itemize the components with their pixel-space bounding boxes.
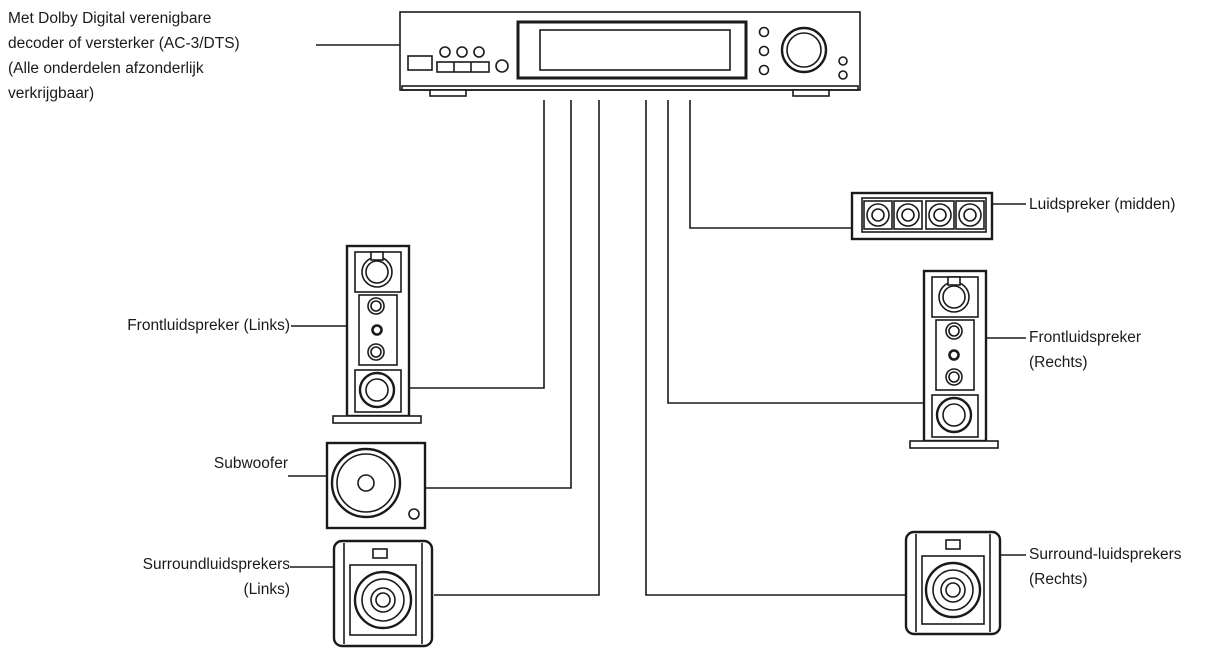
subwoofer-label-text: Subwoofer bbox=[213, 455, 288, 472]
decoder-label-line-4: verkrijgbaar) bbox=[8, 85, 95, 102]
cable-front-right bbox=[667, 100, 924, 404]
decoder-label-line-1: Met Dolby Digital verenigbare bbox=[8, 10, 212, 27]
decoder-label-line-2: decoder of versterker (AC-3/DTS) bbox=[8, 35, 240, 52]
cables bbox=[409, 100, 924, 596]
surround-left-label: Surroundluidsprekers (Links) bbox=[143, 552, 290, 602]
surround-right-label-line-1: Surround-luidsprekers bbox=[1029, 546, 1182, 563]
center-label: Luidspreker (midden) bbox=[1029, 192, 1175, 217]
subwoofer-label: Subwoofer bbox=[214, 451, 288, 476]
cable-subwoofer bbox=[425, 100, 572, 489]
surround-right-label: Surround-luidsprekers (Rechts) bbox=[1029, 542, 1182, 592]
front-right-label: Frontluidspreker (Rechts) bbox=[1029, 325, 1141, 375]
front-left-label-text: Frontluidspreker (Links) bbox=[127, 317, 290, 334]
cable-front-left bbox=[409, 100, 545, 389]
front-left-label: Frontluidspreker (Links) bbox=[127, 313, 290, 338]
receiver-unit bbox=[399, 11, 861, 97]
surround-right-speaker bbox=[904, 530, 1002, 636]
front-left-speaker bbox=[332, 244, 422, 424]
cable-surround-left bbox=[434, 100, 600, 596]
surround-left-label-line-2: (Links) bbox=[243, 581, 290, 598]
front-right-label-line-2: (Rechts) bbox=[1029, 354, 1088, 371]
subwoofer bbox=[325, 441, 427, 530]
front-right-speaker bbox=[909, 269, 999, 449]
cable-center bbox=[689, 100, 852, 229]
surround-right-label-line-2: (Rechts) bbox=[1029, 571, 1088, 588]
surround-left-speaker bbox=[332, 539, 434, 648]
center-label-text: Luidspreker (midden) bbox=[1029, 196, 1176, 213]
center-speaker bbox=[850, 191, 994, 241]
front-right-label-line-1: Frontluidspreker bbox=[1029, 329, 1141, 346]
cable-surround-right bbox=[645, 100, 910, 596]
decoder-label: Met Dolby Digital verenigbare decoder of… bbox=[8, 6, 240, 106]
decoder-label-line-3: (Alle onderdelen afzonderlijk bbox=[8, 60, 204, 77]
surround-left-label-line-1: Surroundluidsprekers bbox=[142, 556, 290, 573]
